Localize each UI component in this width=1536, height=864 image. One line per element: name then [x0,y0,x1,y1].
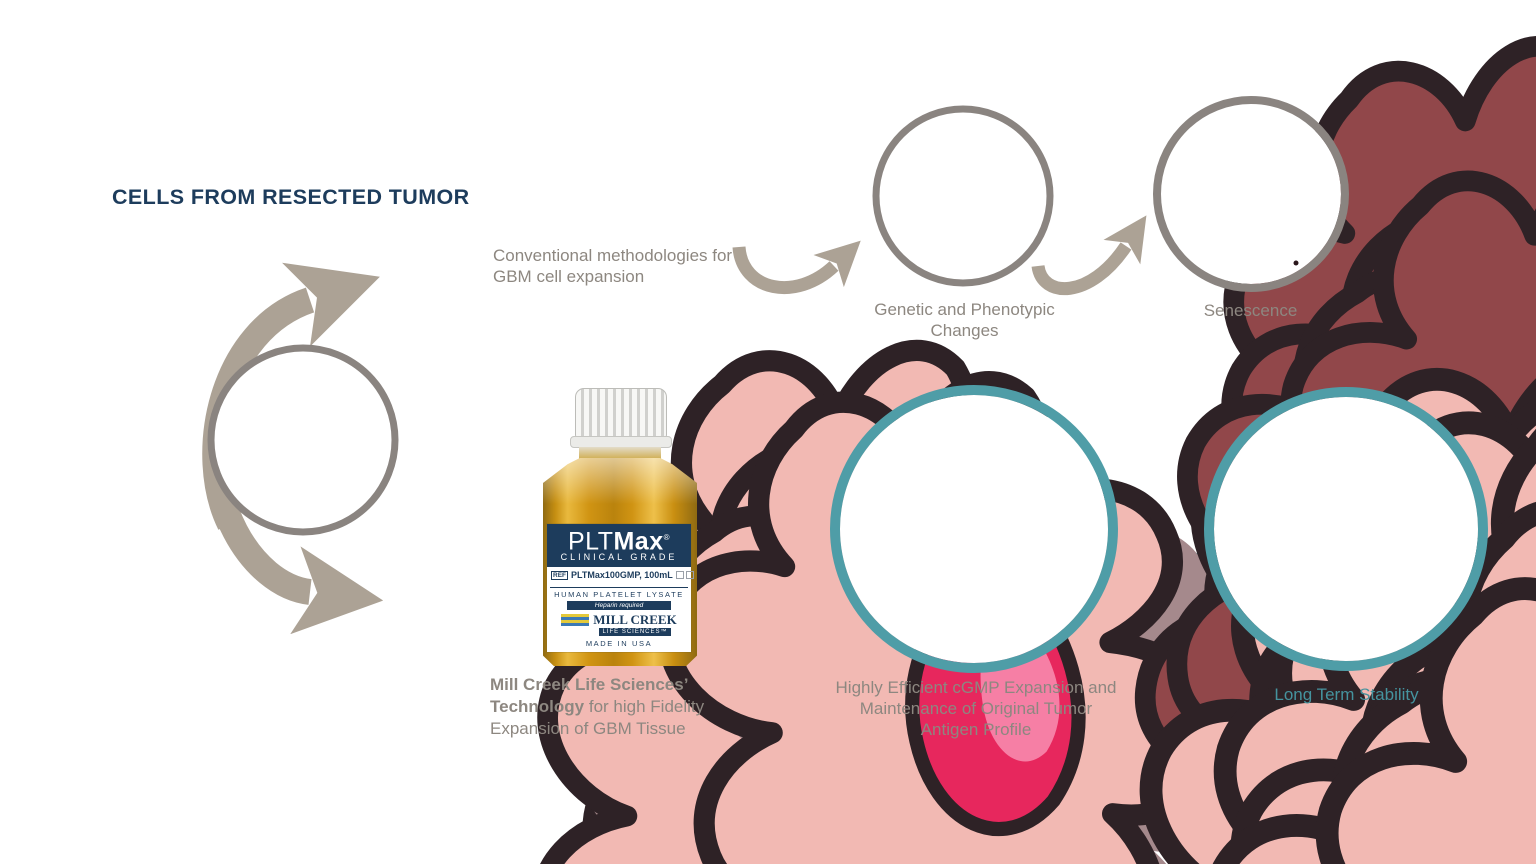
long-term-stability-label: Long Term Stability [1274,685,1419,704]
apoptotic-fragments [1293,260,1299,266]
company-logo-row: MILL CREEK [547,612,691,628]
resected-tumor-cells-circle [207,333,1300,864]
brand-prefix: PLT [567,527,614,556]
cgmp-expansion-label: Highly Efficient cGMP Expansion and Main… [835,678,1117,740]
clinical-grade-label: CLINICAL GRADE [560,552,678,563]
bottle-label: PLTMax® CLINICAL GRADE REF PLTMax100GMP,… [547,524,694,652]
bottle-cap [575,388,667,438]
regulatory-box-icon [675,571,684,579]
mill-creek-stripes-icon [561,614,590,626]
company-subtitle: LIFE SCIENCES™ [599,628,671,636]
cgmp-expansion-circle [830,336,1536,864]
conventional-methodologies-caption: Conventional methodologies for GBM cell … [493,246,733,287]
brand-suffix: Max [613,527,664,556]
regulatory-box-icon [685,571,694,579]
mill-creek-caption-bold: Mill Creek Life Sciences’ Technology [490,675,688,716]
bottle-body: PLTMax® CLINICAL GRADE REF PLTMax100GMP,… [543,458,697,666]
registered-mark: ® [663,533,671,542]
genetic-phenotypic-changes-circle [872,7,1536,864]
long-term-stability-circle [1204,387,1488,671]
pltmax-bottle: PLTMax® CLINICAL GRADE REF PLTMax100GMP,… [543,386,697,666]
brand-name: PLTMax® [547,525,691,554]
ref-symbol-icon: REF [551,570,568,580]
label-brand-band: PLTMax® CLINICAL GRADE [547,524,691,567]
sku-row: REF PLTMax100GMP, 100mL [547,567,694,581]
page-title: CELLS FROM RESECTED TUMOR [112,185,470,209]
regulatory-icons [675,571,694,579]
company-name: MILL CREEK [593,612,677,627]
senescence-circle [1153,96,1349,292]
senescence-label: Senescence [1203,301,1298,320]
product-type-label: HUMAN PLATELET LYSATE [554,590,684,599]
mill-creek-technology-caption: Mill Creek Life Sciences’ Technology for… [490,674,748,739]
genetic-phenotypic-changes-label: Genetic and Phenotypic Changes [874,300,1055,341]
gray-arrow-2-icon [1031,215,1147,296]
mill-creek-caption-rest: for high Fidelity Expansion of GBM Tissu… [490,696,705,738]
label-divider [550,587,688,588]
bottle-neck [579,447,661,461]
gray-arrow-1-icon [732,240,861,294]
sku-text: PLTMax100GMP, 100mL [571,570,673,580]
heparin-note: Heparin required [567,601,671,610]
made-in-usa-label: MADE IN USA [585,639,653,648]
